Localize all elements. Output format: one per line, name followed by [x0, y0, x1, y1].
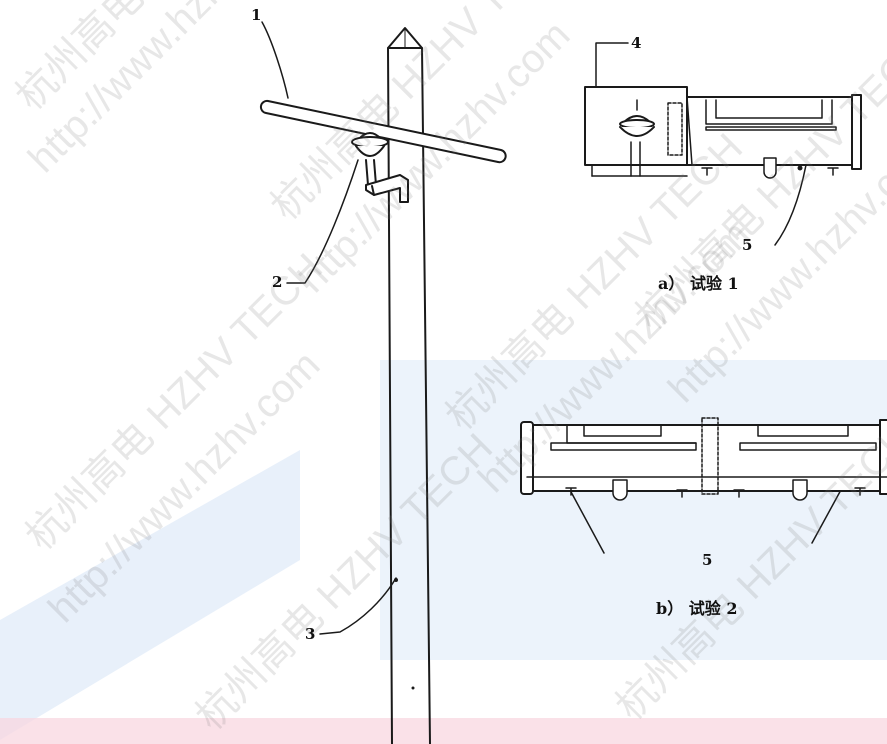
background-bands — [0, 360, 887, 744]
caption-test2: b） 试验 2 — [656, 599, 738, 618]
test2-trough — [526, 424, 887, 492]
callout-2: 2 — [272, 273, 283, 291]
test1-setup — [584, 86, 862, 179]
leader-1 — [261, 21, 289, 99]
pink-band-bottom — [0, 718, 887, 744]
callout-1: 1 — [251, 6, 262, 24]
speck — [411, 686, 415, 690]
caption-test1: a） 试验 1 — [658, 274, 739, 293]
leader-3 — [319, 577, 397, 635]
bracket — [365, 174, 409, 203]
callout-5-test2: 5 — [702, 551, 713, 569]
crossarm — [259, 99, 507, 164]
leader-5b-left — [569, 489, 605, 554]
blue-band-right — [380, 360, 887, 660]
marker-3 — [394, 578, 398, 582]
leader-5a — [774, 164, 807, 246]
callout-4: 4 — [631, 34, 642, 52]
callout-5-test1: 5 — [742, 236, 753, 254]
insulator — [351, 132, 389, 186]
test1-trough — [686, 96, 861, 166]
test2-setup — [520, 417, 887, 501]
leader-2 — [286, 159, 359, 284]
callout-3: 3 — [305, 625, 316, 643]
pole — [387, 27, 431, 744]
blue-band-left — [0, 450, 300, 740]
